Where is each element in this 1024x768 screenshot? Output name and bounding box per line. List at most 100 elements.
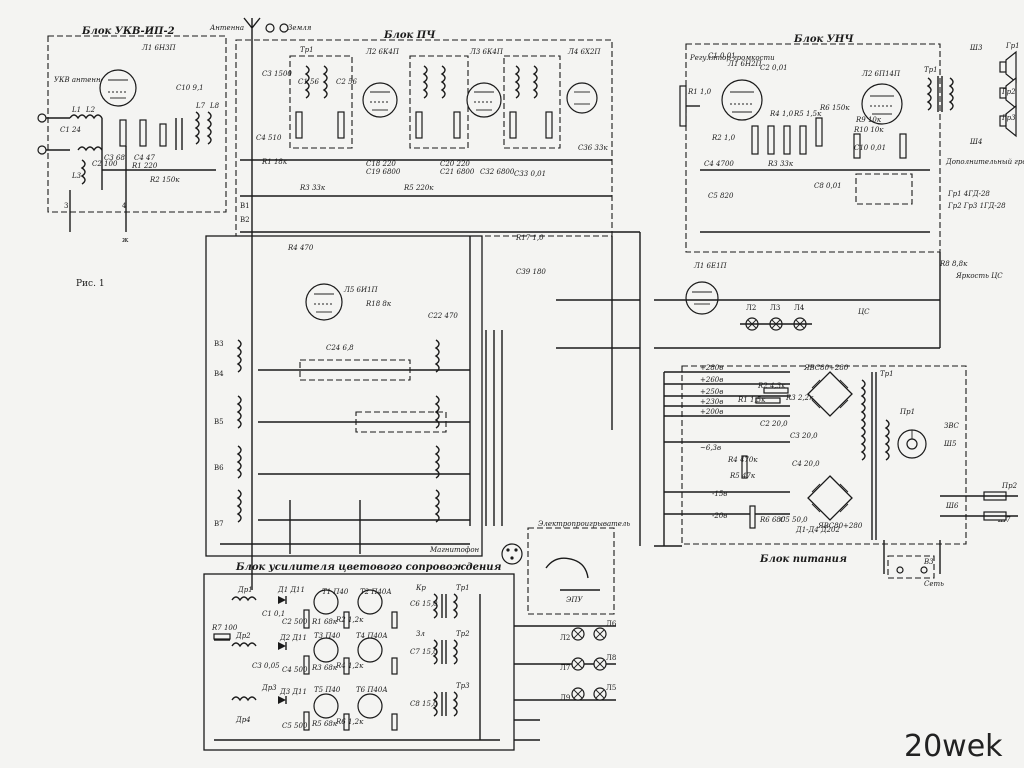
svg-text:Л6: Л6 (606, 620, 617, 628)
pch-stage-2 (409, 55, 469, 149)
svg-text:R6 1,2к: R6 1,2к (335, 718, 364, 726)
svg-text:R1 220: R1 220 (131, 162, 158, 170)
speaker-1 (999, 50, 1017, 84)
svg-text:Тр1: Тр1 (924, 66, 938, 74)
unch-block-title: Блок УНЧ (793, 34, 854, 45)
svg-text:C5 500: C5 500 (282, 722, 308, 730)
svg-text:+260в: +260в (700, 376, 723, 384)
svg-text:C2 0,01: C2 0,01 (760, 64, 788, 72)
cs-switch-label: ЦС (858, 308, 870, 316)
svg-text:C33 0,01: C33 0,01 (514, 170, 546, 178)
unch-tube-1 (721, 79, 763, 121)
svg-text:R17 1,0: R17 1,0 (515, 234, 544, 242)
svg-text:C5 820: C5 820 (708, 192, 734, 200)
svg-text:L8: L8 (209, 102, 220, 110)
svg-text:C21 6800: C21 6800 (440, 168, 475, 176)
svg-text:Л5 6И1П: Л5 6И1П (343, 286, 379, 294)
pch-tube-3 (566, 82, 598, 114)
svg-text:R9 10к: R9 10к (855, 116, 882, 124)
svg-text:R2 1,2к: R2 1,2к (335, 616, 364, 624)
svg-text:Т4 П40А: Т4 П40А (356, 632, 388, 640)
mains-switch (883, 540, 941, 579)
svg-text:+230в: +230в (700, 398, 723, 406)
svg-text:+200в: +200в (700, 408, 723, 416)
svg-text:C2 20,0: C2 20,0 (760, 420, 788, 428)
unch-resistors (700, 117, 930, 233)
svg-text:Ш4: Ш4 (969, 138, 982, 146)
svg-text:R3 33к: R3 33к (299, 184, 326, 192)
mains-transformer (860, 372, 890, 540)
svg-text:Тр1: Тр1 (300, 46, 314, 54)
svg-text:-15в: -15в (712, 490, 727, 498)
svg-text:Гр2: Гр2 (1001, 88, 1016, 96)
svg-text:C10 9,1: C10 9,1 (176, 84, 204, 92)
svg-text:Д1-Д4 Д202: Д1-Д4 Д202 (795, 526, 840, 534)
svg-text:В3: В3 (214, 340, 224, 348)
svg-text:C39 180: C39 180 (516, 268, 546, 276)
power-block: Блок питания +280в +260в +250в +230в +20… (654, 364, 1018, 588)
power-rails (664, 371, 790, 515)
power-diodes-label: ЯВС80+280 (817, 522, 863, 530)
svg-text:C4 20,0: C4 20,0 (792, 460, 820, 468)
svg-text:В7: В7 (214, 520, 224, 528)
pch-stage-3 (503, 55, 561, 149)
svg-text:В3: В3 (923, 558, 934, 566)
svg-text:R4 470к: R4 470к (727, 456, 758, 464)
color-channel-1 (231, 589, 458, 629)
svg-text:Л4: Л4 (794, 304, 805, 312)
svg-text:Т1 П40: Т1 П40 (322, 588, 349, 596)
svg-text:C4 47: C4 47 (134, 154, 155, 162)
svg-text:Л4 6Х2П: Л4 6Х2П (567, 48, 601, 56)
svg-text:C1 24: C1 24 (60, 126, 81, 134)
svg-text:C3 68: C3 68 (104, 154, 125, 162)
svg-text:-20в: -20в (712, 512, 727, 520)
svg-text:R6 150к: R6 150к (819, 104, 850, 112)
voltage-selector (897, 429, 927, 459)
figure-caption: Рис. 1 (76, 279, 105, 289)
output-transformer (926, 76, 954, 112)
svg-text:L7: L7 (195, 102, 206, 110)
svg-text:R2 150к: R2 150к (149, 176, 180, 184)
svg-text:R5 68к: R5 68к (311, 720, 338, 728)
svg-text:R6 680: R6 680 (759, 516, 786, 524)
magnetophone-label: Магнитофон (429, 546, 480, 554)
svg-text:Л3 6К4П: Л3 6К4П (469, 48, 504, 56)
svg-text:R3 68к: R3 68к (311, 664, 338, 672)
svg-text:R7 100: R7 100 (211, 624, 238, 632)
svg-text:Др2: Др2 (235, 632, 251, 640)
pch-block: Блок ПЧ Антенна Земля (205, 17, 640, 615)
svg-text:С6 15,0: С6 15,0 (410, 600, 438, 608)
svg-text:В5: В5 (214, 418, 224, 426)
svg-text:ж: ж (122, 236, 129, 244)
svg-text:Т2 П40А: Т2 П40А (360, 588, 392, 596)
epu-label: ЭПУ (566, 596, 583, 604)
ukv-tube (99, 69, 137, 107)
svg-text:C4 500: C4 500 (282, 666, 308, 674)
svg-text:+250в: +250в (700, 388, 723, 396)
svg-text:В4: В4 (214, 370, 224, 378)
svg-text:R18 8к: R18 8к (365, 300, 392, 308)
svg-text:С7 15,0: С7 15,0 (410, 648, 438, 656)
svg-text:R4 470: R4 470 (287, 244, 314, 252)
svg-text:R4 1,0: R4 1,0 (769, 110, 794, 118)
color-lamps (514, 625, 616, 741)
power-block-title: Блок питания (759, 554, 847, 565)
svg-text:Тр3: Тр3 (456, 682, 470, 690)
svg-text:С8 15,0: С8 15,0 (410, 700, 438, 708)
svg-text:Л5: Л5 (606, 684, 616, 692)
svg-text:+280в: +280в (700, 364, 723, 372)
svg-text:R3 2,2к: R3 2,2к (785, 394, 814, 402)
svg-text:Д1 Д11: Д1 Д11 (277, 586, 305, 594)
svg-text:L2: L2 (85, 106, 96, 114)
svg-text:В6: В6 (214, 464, 224, 472)
svg-text:3: 3 (64, 202, 68, 210)
svg-text:C18 220: C18 220 (366, 160, 396, 168)
color-channel-3 (231, 691, 458, 731)
svg-text:Л1 6Н2П: Л1 6Н2П (727, 60, 763, 68)
ground-label: Земля (288, 24, 312, 32)
svg-text:4: 4 (122, 202, 127, 210)
svg-text:R5 220к: R5 220к (403, 184, 434, 192)
volume-label: Регулятор громкости (689, 54, 775, 62)
svg-text:Л3: Л3 (770, 304, 780, 312)
svg-text:C22 470: C22 470 (428, 312, 458, 320)
